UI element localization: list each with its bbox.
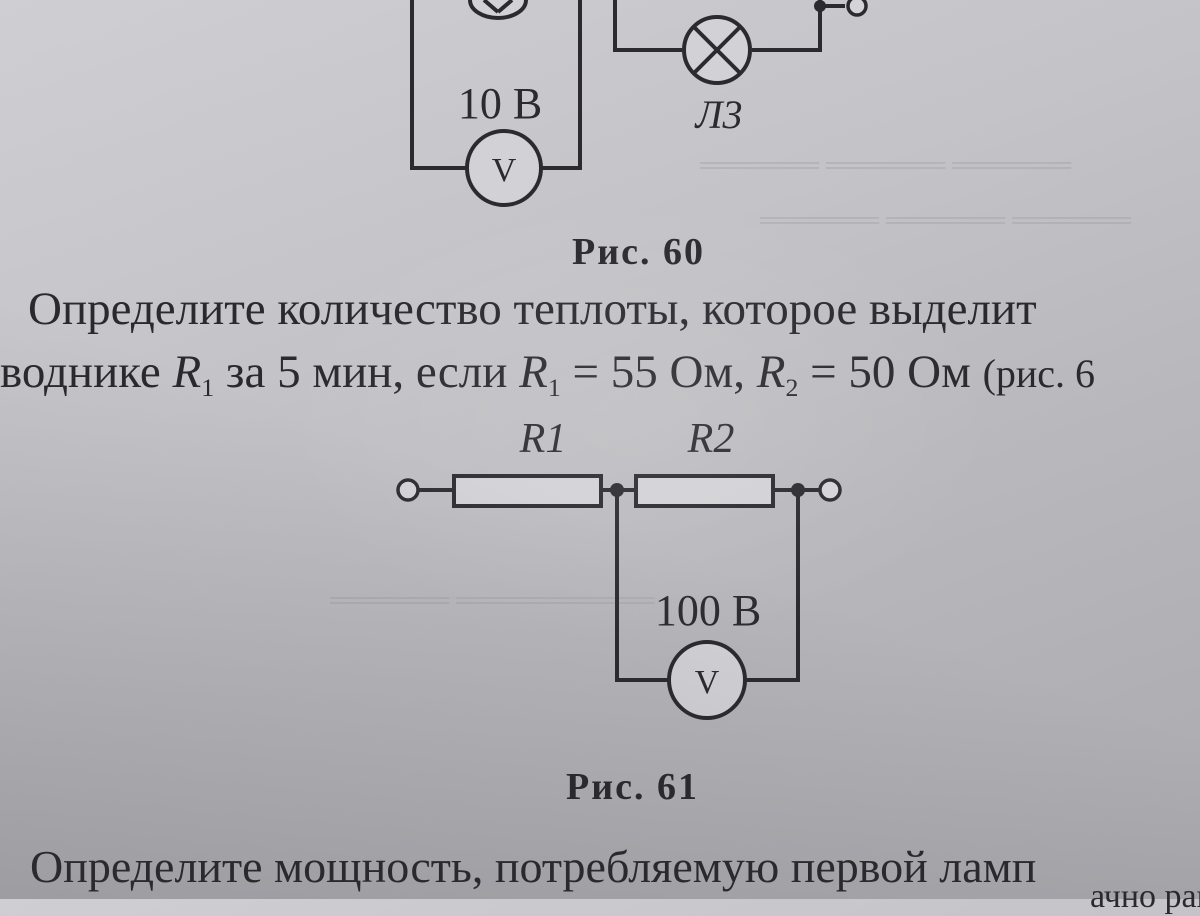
lamp-icon <box>468 0 528 20</box>
r2-label: R2 <box>687 416 735 462</box>
voltmeter-symbol: V <box>492 152 517 189</box>
junction-node <box>610 483 624 497</box>
resistor-r1 <box>452 474 603 508</box>
voltage-reading: 100 В <box>655 586 761 635</box>
lamp-icon <box>682 15 752 85</box>
figure-reference: (рис. 6 <box>982 351 1096 396</box>
terminal <box>846 0 868 17</box>
lamp-label: Л3 <box>693 92 742 137</box>
r-symbol: R <box>172 346 202 398</box>
lamp-icon <box>496 0 514 14</box>
voltage-reading: 10 В <box>458 79 542 128</box>
subscript: 1 <box>201 373 215 403</box>
lamp-icon <box>482 0 500 14</box>
voltmeter-symbol: V <box>695 664 720 701</box>
voltmeter-icon: V <box>667 640 747 720</box>
r2-value: = 50 Ом <box>810 346 971 398</box>
r-symbol: R <box>519 346 548 398</box>
figure-60-wiring <box>410 0 845 170</box>
next-problem-text-line-1: Определите мощность, потребляемую первой… <box>30 841 1037 892</box>
terminal <box>396 478 420 502</box>
problem-word: воднике <box>0 346 161 398</box>
resistor-r2 <box>634 474 775 508</box>
problem-text-line-1: Определите количество теплоты, которое в… <box>28 283 1037 335</box>
problem-text-line-2: воднике R1 за 5 мин, если R1 = 55 Ом, R2… <box>0 345 1095 403</box>
subscript: 1 <box>547 373 561 403</box>
figure-60-caption: Рис. 60 <box>572 231 705 273</box>
problem-time-clause: за 5 мин, если <box>225 346 508 398</box>
figure-61-caption: Рис. 61 <box>566 766 699 808</box>
subscript: 2 <box>785 373 799 403</box>
voltmeter-icon: V <box>465 129 543 207</box>
terminal <box>818 478 842 502</box>
junction-node <box>814 0 826 12</box>
r-symbol: R <box>756 346 786 398</box>
next-problem-text-fragment: ачно рав <box>1090 878 1200 915</box>
figure-61-wiring <box>418 488 820 682</box>
junction-node <box>791 483 805 497</box>
r1-value: = 55 Ом, <box>572 346 745 398</box>
r1-label: R1 <box>519 416 567 462</box>
